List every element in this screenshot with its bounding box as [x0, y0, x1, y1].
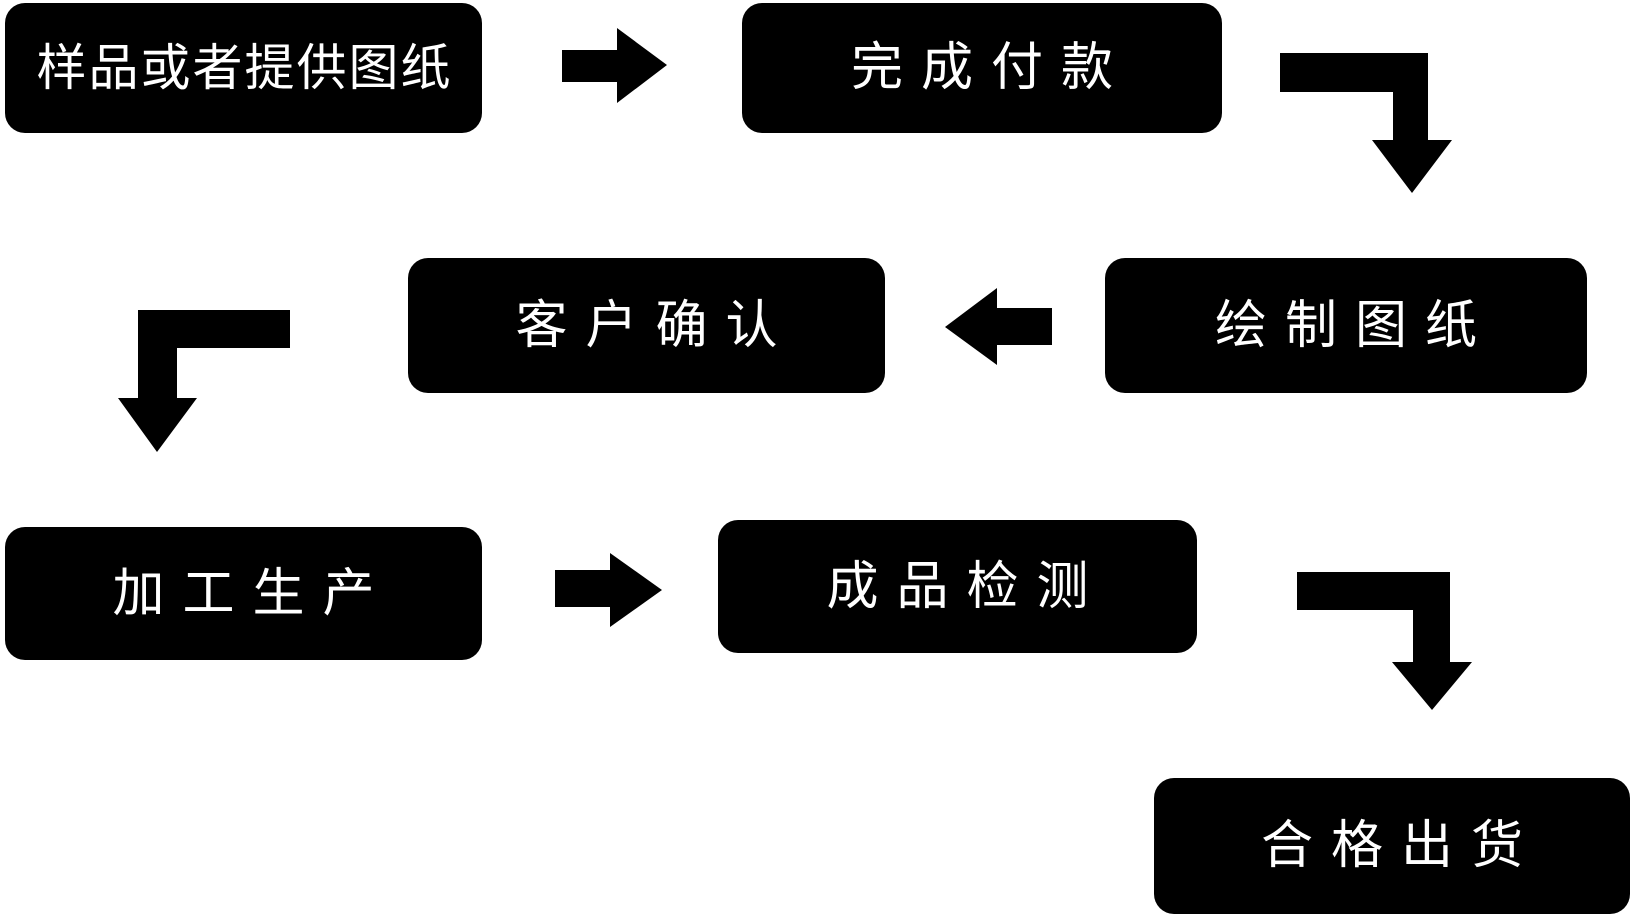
step2-to-step3-elbow-down-arrow	[1280, 53, 1452, 193]
flow-node-label: 合格出货	[1260, 817, 1541, 875]
flow-node-qualified-shipment: 合格出货	[1154, 778, 1630, 914]
flow-node-product-inspection: 成品检测	[718, 520, 1197, 653]
flow-node-label: 客户确认	[515, 296, 796, 355]
flow-node-label: 加工生产	[112, 564, 393, 623]
step6-to-step7-elbow-down-arrow	[1297, 572, 1472, 710]
flow-node-processing-production: 加工生产	[5, 527, 482, 660]
flow-node-label: 成品检测	[826, 557, 1107, 616]
flow-node-sample-or-drawing: 样品或者提供图纸	[5, 3, 482, 133]
step4-to-step5-elbow-down-arrow	[118, 310, 290, 452]
flow-node-label: 完成付款	[850, 39, 1131, 97]
step3-to-step4-left-arrow	[945, 288, 1052, 365]
step1-to-step2-right-arrow	[562, 28, 667, 103]
step5-to-step6-right-arrow	[555, 553, 662, 627]
flow-node-customer-confirm: 客户确认	[408, 258, 885, 393]
flow-node-draw-drawing: 绘制图纸	[1105, 258, 1587, 393]
flow-node-label: 绘制图纸	[1214, 296, 1495, 355]
flow-node-complete-payment: 完成付款	[742, 3, 1222, 133]
flow-node-label: 样品或者提供图纸	[36, 40, 453, 96]
